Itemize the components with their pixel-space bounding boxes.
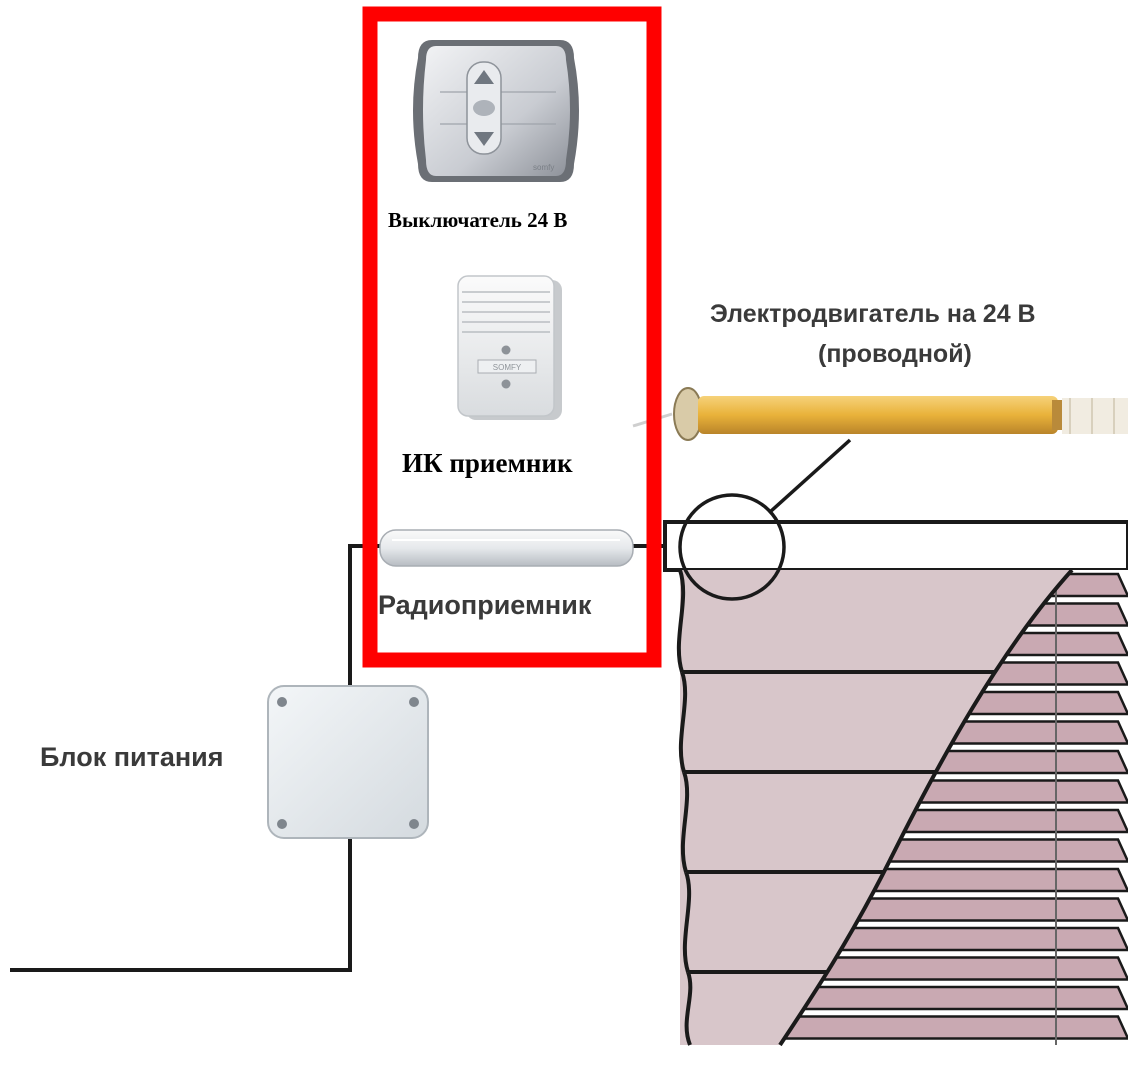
detail-circle [678, 493, 786, 601]
power-supply-icon [267, 685, 429, 839]
radio-receiver-label: Радиоприемник [378, 590, 592, 620]
detail-pointer-line [768, 438, 852, 514]
radio-receiver-icon [379, 529, 634, 567]
blind-headrail [663, 520, 1128, 572]
wall-switch-icon [413, 40, 579, 182]
ir-logo: SOMFY [493, 363, 522, 372]
switch-logo: somfy [533, 163, 554, 172]
motor-label-line1: Электродвигатель на 24 В [710, 300, 1036, 328]
wire-psu-to-mains [10, 836, 352, 972]
ir-receiver-icon [457, 275, 562, 420]
power-supply-label: Блок питания [40, 742, 224, 772]
motor-label-line2: (проводной) [818, 340, 972, 368]
switch-label: Выключатель 24 В [388, 208, 568, 232]
highlight-frame [362, 6, 662, 668]
ir-receiver-label: ИК приемник [402, 448, 573, 478]
motor-icon [632, 387, 1128, 441]
slat [780, 1015, 1128, 1040]
